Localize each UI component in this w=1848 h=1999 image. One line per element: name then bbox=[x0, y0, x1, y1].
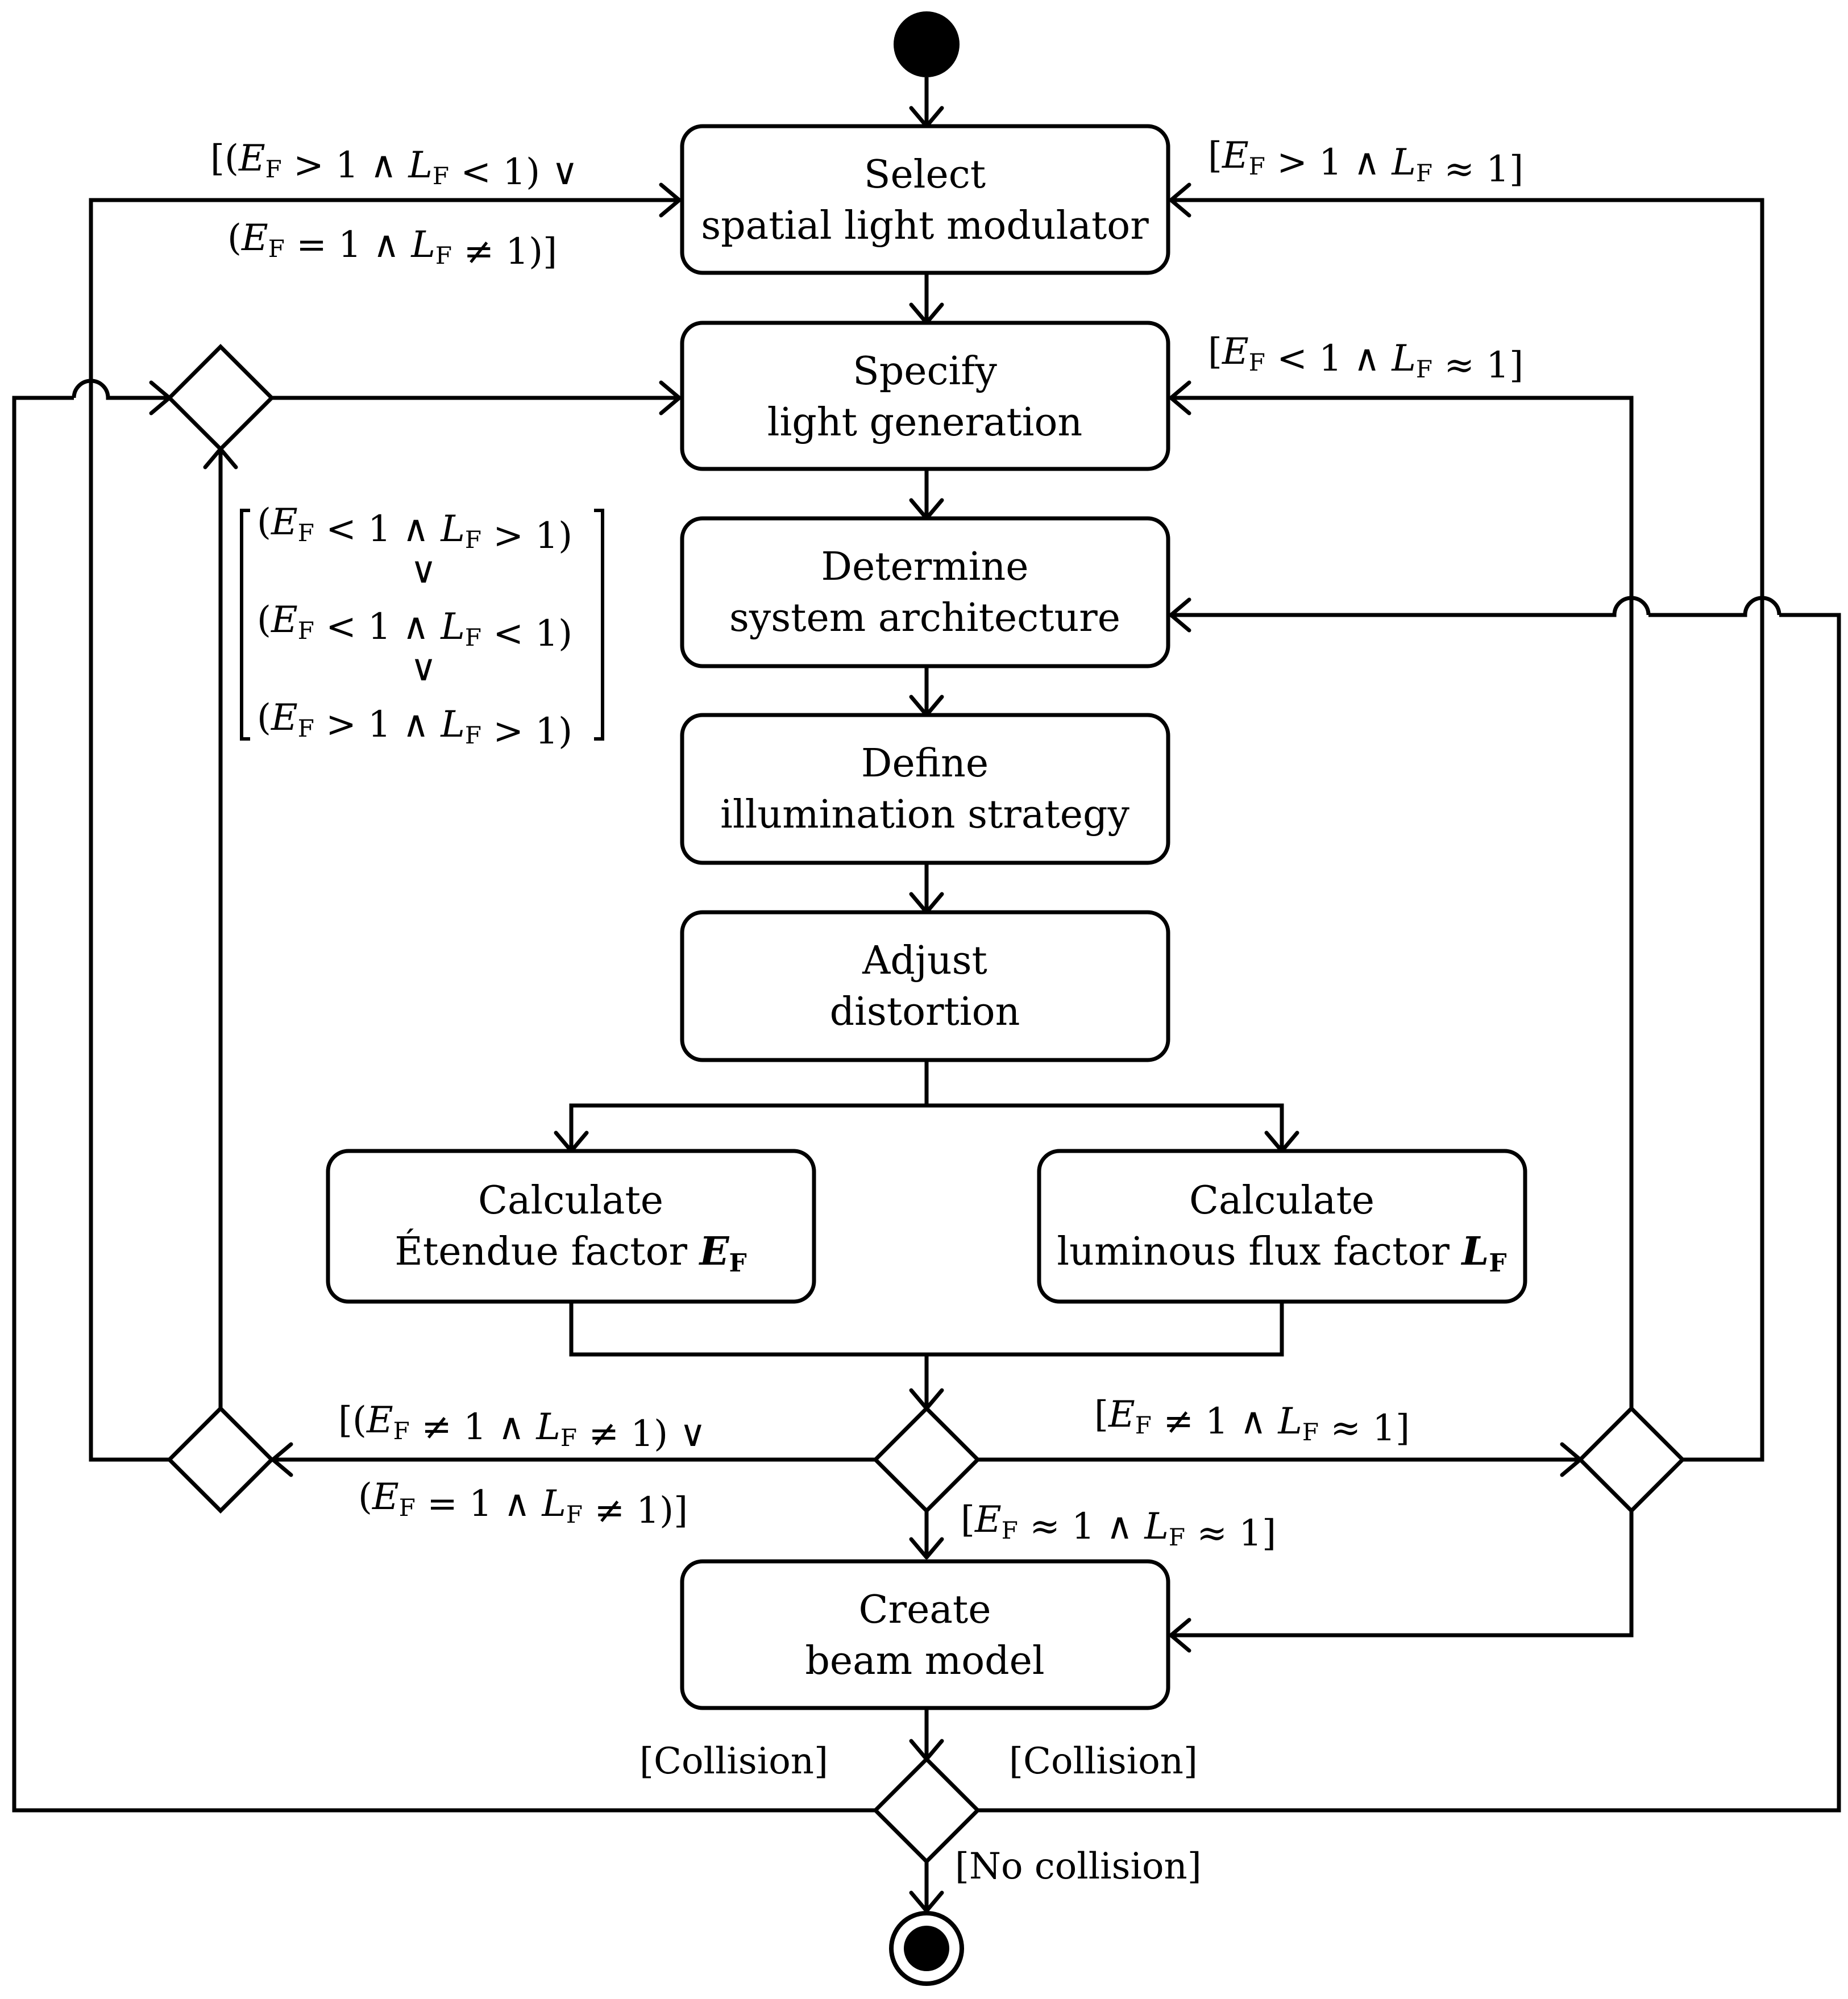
guard-to-slm-right: [EF > 1 ∧ LF ≈ 1] bbox=[1208, 135, 1523, 190]
guard-to-light-left-4: ∨ bbox=[410, 647, 437, 689]
guard-labels: [(EF > 1 ∧ LF < 1) ∨ (EF = 1 ∧ LF ≠ 1)] … bbox=[210, 135, 1523, 1888]
guard-to-light-left-2: ∨ bbox=[410, 550, 437, 592]
decision-right bbox=[1577, 1406, 1685, 1514]
determine-line2: system architecture bbox=[729, 596, 1120, 641]
adjust-line2: distortion bbox=[830, 990, 1020, 1034]
select-slm-line2: spatial light modulator bbox=[701, 203, 1149, 248]
guard-to-slm-left-1: [(EF > 1 ∧ LF < 1) ∨ bbox=[210, 138, 578, 193]
final-node-inner bbox=[904, 1926, 949, 1971]
activity-adjust-distortion: Adjust distortion bbox=[680, 910, 1170, 1062]
activity-specify-light-generation: Specify light generation bbox=[680, 321, 1170, 471]
guard-collision-right: [Collision] bbox=[1009, 1740, 1198, 1782]
create-line2: beam model bbox=[805, 1639, 1044, 1684]
select-slm-line1: Select bbox=[864, 152, 986, 197]
guard-to-light-left-5: (EF > 1 ∧ LF > 1) bbox=[257, 697, 572, 753]
decision-center bbox=[873, 1406, 981, 1514]
decision-collision bbox=[873, 1756, 981, 1864]
guard-to-light-left-1: (EF < 1 ∧ LF > 1) bbox=[257, 501, 572, 557]
guard-to-slm-left-2: (EF = 1 ∧ LF ≠ 1)] bbox=[227, 217, 557, 273]
create-line1: Create bbox=[859, 1587, 991, 1632]
guard-left-branch-2: (EF = 1 ∧ LF ≠ 1)] bbox=[358, 1476, 688, 1532]
guard-bracket-left bbox=[240, 509, 250, 741]
guard-to-light-left-3: (EF < 1 ∧ LF < 1) bbox=[257, 599, 572, 655]
guard-collision-left: [Collision] bbox=[639, 1740, 828, 1782]
activity-calculate-luminous-flux: Calculate luminous flux factor LF bbox=[1037, 1149, 1527, 1304]
specify-line2: light generation bbox=[767, 400, 1082, 445]
guard-left-branch-1: [(EF ≠ 1 ∧ LF ≠ 1) ∨ bbox=[338, 1399, 706, 1455]
decision-merge-top-left bbox=[167, 344, 275, 452]
adjust-line1: Adjust bbox=[862, 938, 987, 983]
edges bbox=[12, 77, 1841, 1911]
activity-determine-architecture: Determine system architecture bbox=[680, 516, 1170, 668]
define-line2: illumination strategy bbox=[720, 792, 1129, 837]
etendue-line1: Calculate bbox=[478, 1178, 663, 1223]
activity-calculate-etendue: Calculate Étendue factor EF bbox=[326, 1149, 816, 1304]
determine-line1: Determine bbox=[821, 545, 1028, 589]
decision-left bbox=[167, 1406, 275, 1514]
guard-down-branch: [EF ≈ 1 ∧ LF ≈ 1] bbox=[961, 1499, 1276, 1555]
guard-right-branch: [EF ≠ 1 ∧ LF ≈ 1] bbox=[1094, 1394, 1410, 1449]
flux-line2: luminous flux factor LF bbox=[1057, 1229, 1506, 1278]
activity-select-slm: Select spatial light modulator bbox=[680, 124, 1170, 275]
guard-to-light-right: [EF < 1 ∧ LF ≈ 1] bbox=[1208, 331, 1523, 386]
specify-line1: Specify bbox=[853, 349, 997, 394]
activity-define-illumination: Define illumination strategy bbox=[680, 713, 1170, 865]
etendue-line2: Étendue factor EF bbox=[394, 1229, 746, 1278]
guard-no-collision: [No collision] bbox=[955, 1846, 1202, 1888]
activity-create-beam-model: Create beam model bbox=[680, 1559, 1170, 1710]
initial-node bbox=[894, 11, 960, 77]
flux-line1: Calculate bbox=[1189, 1178, 1374, 1223]
define-line1: Define bbox=[861, 741, 989, 786]
guard-bracket-right bbox=[594, 509, 604, 741]
